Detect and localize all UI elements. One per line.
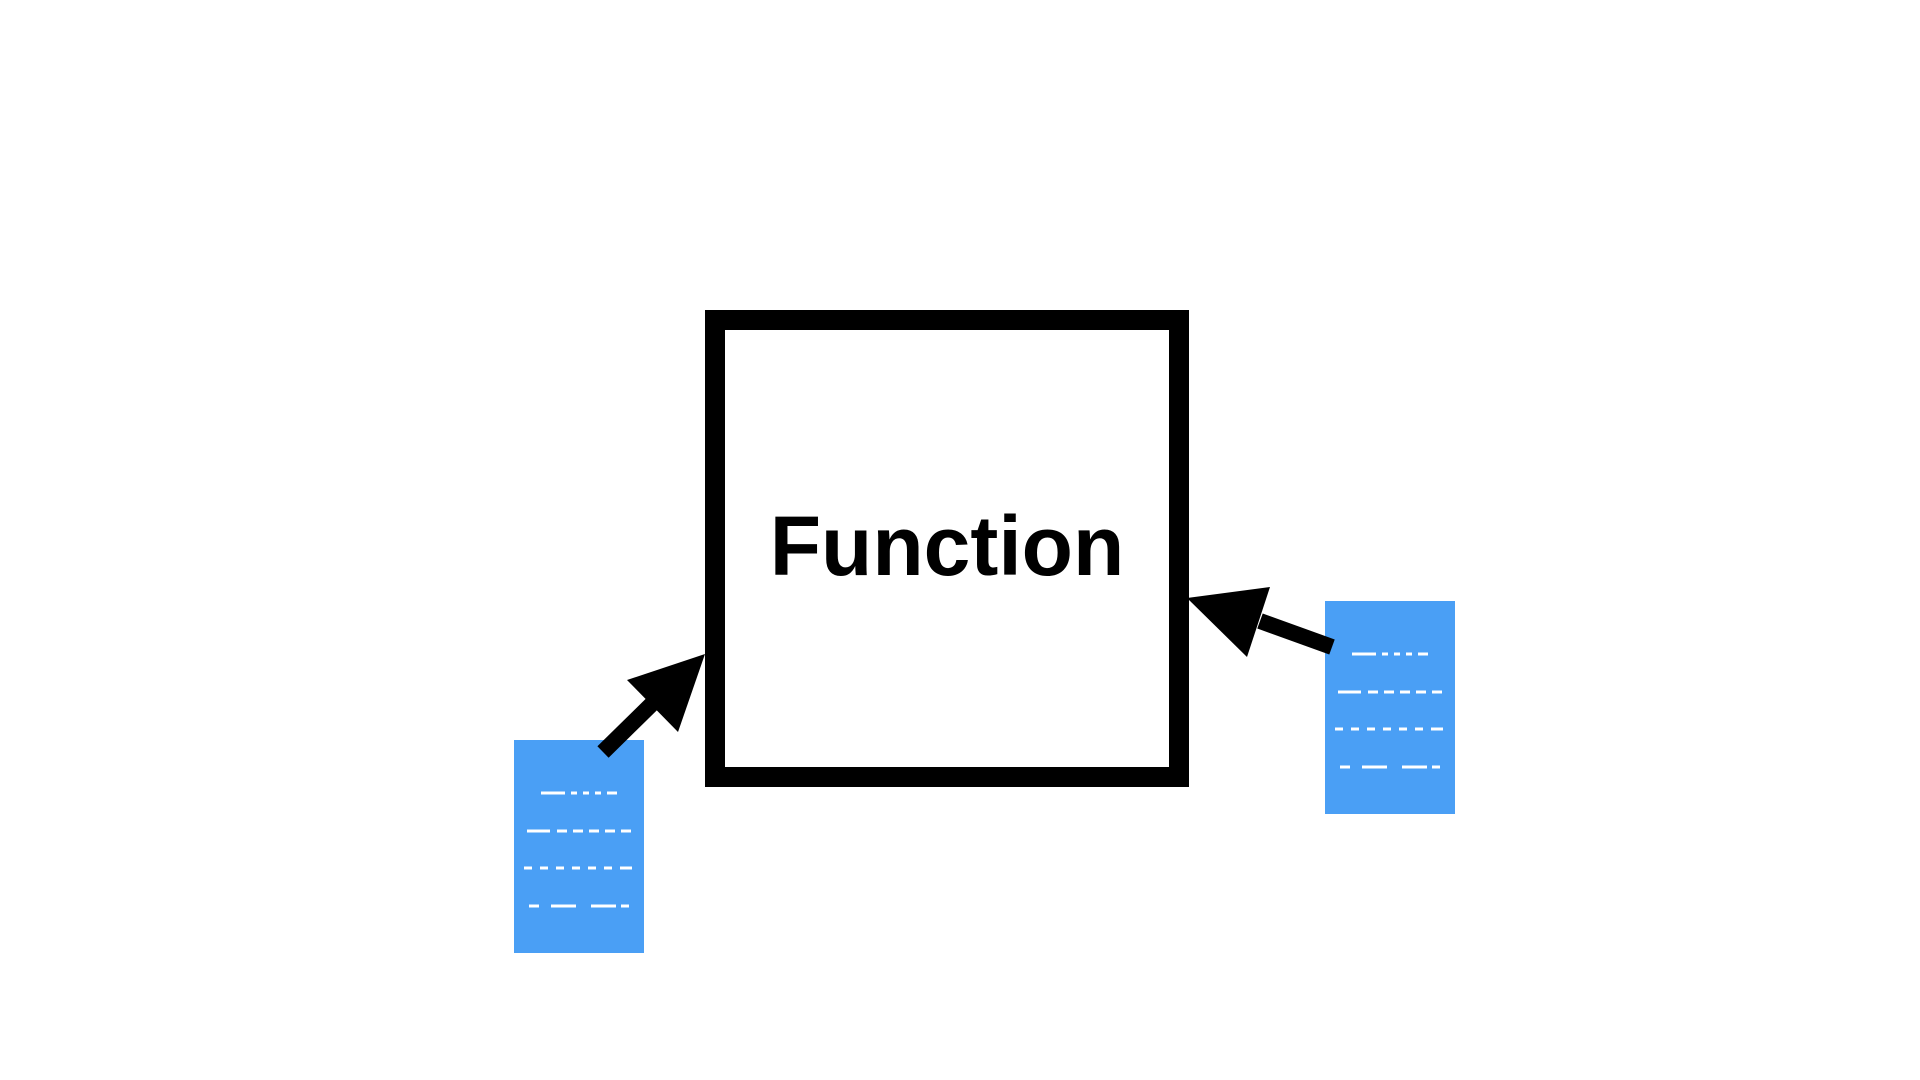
arrow-icon <box>627 654 705 732</box>
left-input-arrow <box>597 654 705 758</box>
document-icon <box>514 740 644 953</box>
document-text-lines <box>1335 652 1443 769</box>
left-input-document <box>514 740 644 953</box>
function-box: Function <box>705 310 1189 787</box>
function-box-frame <box>705 310 1189 787</box>
arrow-shaft <box>597 690 666 758</box>
function-label: Function <box>770 499 1125 593</box>
right-input-arrow <box>1187 587 1335 657</box>
right-input-document <box>1325 601 1455 814</box>
arrow-icon <box>1187 587 1270 657</box>
document-text-lines <box>524 791 632 908</box>
arrow-shaft <box>1257 613 1335 655</box>
document-icon <box>1325 601 1455 814</box>
